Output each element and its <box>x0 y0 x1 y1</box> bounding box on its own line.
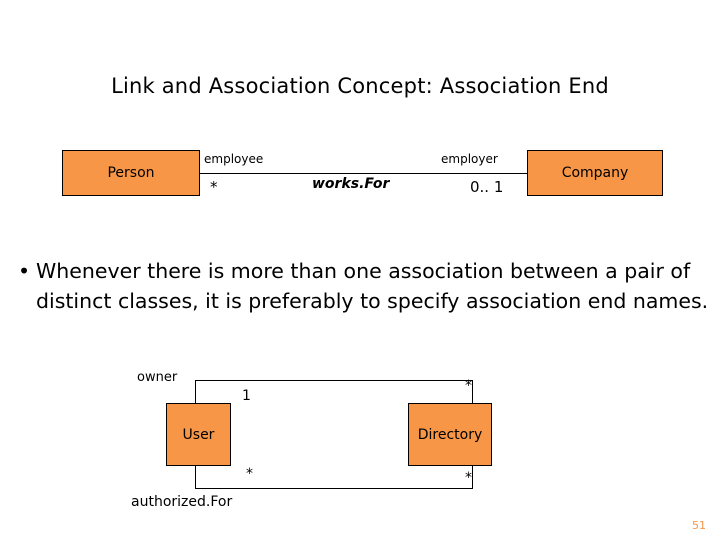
class-box-user-label: User <box>182 426 215 443</box>
page-title: Link and Association Concept: Associatio… <box>111 74 609 98</box>
list-item: • Whenever there is more than one associ… <box>14 256 714 316</box>
class-box-user[interactable]: User <box>166 403 231 466</box>
association-name-works-for: works.For <box>312 176 390 192</box>
list-item-text: Whenever there is more than one associat… <box>36 259 709 313</box>
association-line-bottom-right-leg <box>472 465 473 488</box>
bullet-marker-icon: • <box>18 259 31 283</box>
class-box-directory-label: Directory <box>417 426 483 443</box>
class-box-company-label: Company <box>561 165 629 181</box>
multiplicity-label-top-left: 1 <box>242 388 251 404</box>
multiplicity-label-bottom-left: * <box>246 466 253 482</box>
association-line-bottom <box>195 488 473 489</box>
association-line-top-right-leg <box>472 380 473 404</box>
association-line-top-left-leg <box>195 380 196 404</box>
role-label-owner: owner <box>137 370 178 385</box>
association-line-bottom-left-leg <box>195 465 196 488</box>
bullet-list: • Whenever there is more than one associ… <box>14 256 714 316</box>
multiplicity-label-left: * <box>210 178 218 196</box>
association-name-authorized-for: authorized.For <box>131 494 233 510</box>
class-box-company[interactable]: Company <box>527 150 663 196</box>
class-box-person-label: Person <box>107 165 155 181</box>
class-box-directory[interactable]: Directory <box>408 403 492 466</box>
role-label-employee: employee <box>204 152 264 166</box>
multiplicity-label-right: 0.. 1 <box>470 178 504 196</box>
association-diagram-user-directory: User Directory owner 1 * * * authorized.… <box>0 366 720 510</box>
association-line-top <box>195 380 473 381</box>
association-diagram-person-company: Person Company employee employer * 0.. 1… <box>0 140 720 230</box>
multiplicity-label-top-right: * <box>465 378 472 394</box>
page-number: 51 <box>692 519 706 532</box>
role-label-employer: employer <box>441 152 498 166</box>
association-line <box>200 173 527 174</box>
multiplicity-label-bottom-right: * <box>465 470 472 486</box>
class-box-person[interactable]: Person <box>62 150 200 196</box>
